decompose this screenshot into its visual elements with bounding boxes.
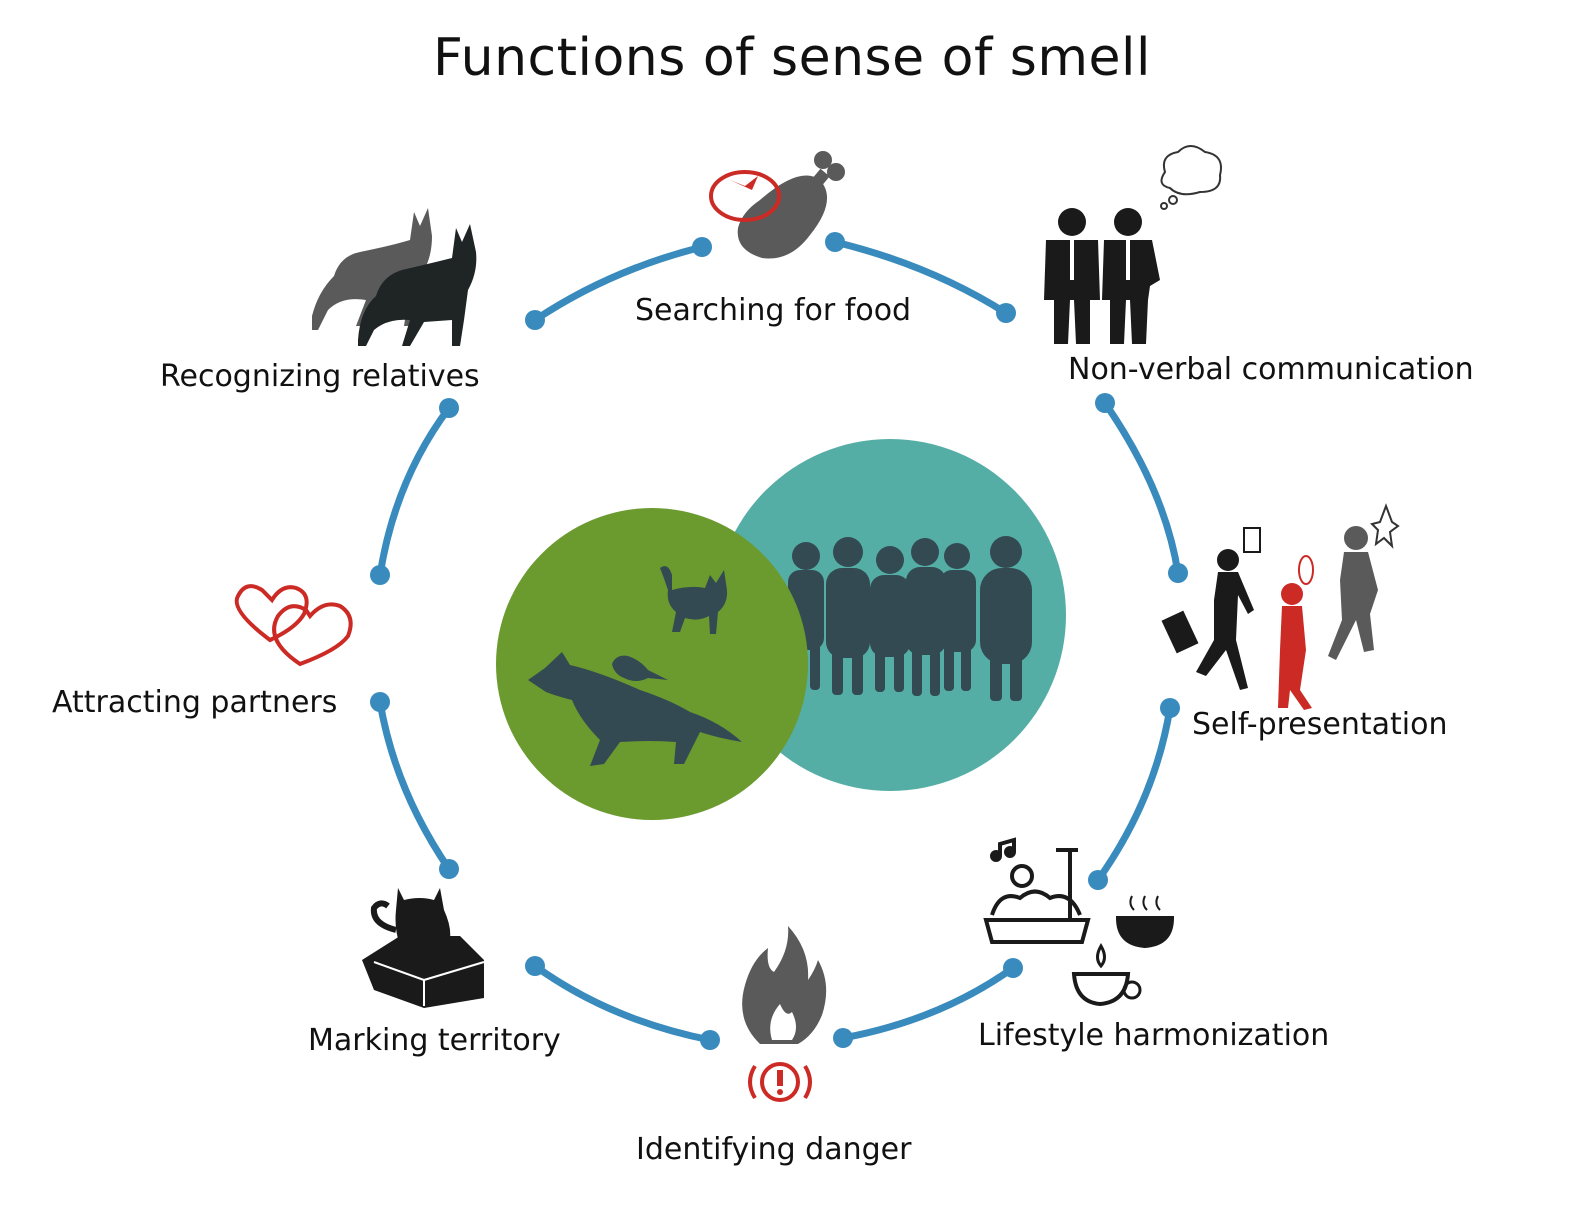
crowd-icon bbox=[788, 536, 1032, 701]
arc-communication-presentation bbox=[1101, 399, 1182, 577]
arc-territory-partners bbox=[376, 698, 453, 873]
walking-people-perfume-icon bbox=[1161, 503, 1400, 710]
fire-alarm-icon bbox=[742, 926, 827, 1102]
animals-circle bbox=[496, 508, 808, 820]
arc-partners-relatives bbox=[376, 404, 453, 579]
label-lifestyle-harmonization: Lifestyle harmonization bbox=[978, 1018, 1330, 1053]
relaxation-icon bbox=[983, 837, 1175, 1007]
animals-icon bbox=[528, 566, 742, 766]
label-identifying-danger: Identifying danger bbox=[636, 1132, 912, 1167]
dogs-icon bbox=[312, 208, 477, 346]
arc-lifestyle-danger bbox=[839, 964, 1017, 1042]
ring-nodes bbox=[370, 232, 1188, 1050]
arc-danger-territory bbox=[531, 962, 714, 1044]
label-searching-for-food: Searching for food bbox=[635, 293, 912, 328]
arc-presentation-lifestyle bbox=[1094, 704, 1174, 884]
cat-in-box-icon bbox=[362, 888, 485, 1008]
page-title: Functions of sense of smell bbox=[433, 28, 1151, 88]
label-self-presentation: Self-presentation bbox=[1192, 707, 1448, 742]
ring-connectors bbox=[376, 238, 1182, 1044]
label-non-verbal-communication: Non-verbal communication bbox=[1068, 352, 1474, 387]
label-recognizing-relatives: Recognizing relatives bbox=[160, 359, 480, 394]
food-icon bbox=[709, 151, 845, 259]
label-attracting-partners: Attracting partners bbox=[52, 685, 338, 720]
label-marking-territory: Marking territory bbox=[308, 1023, 561, 1058]
arc-food-relatives bbox=[531, 243, 706, 324]
hearts-icon bbox=[234, 584, 353, 667]
people-thinking-icon bbox=[1044, 145, 1222, 344]
arc-food-communication bbox=[831, 238, 1010, 317]
